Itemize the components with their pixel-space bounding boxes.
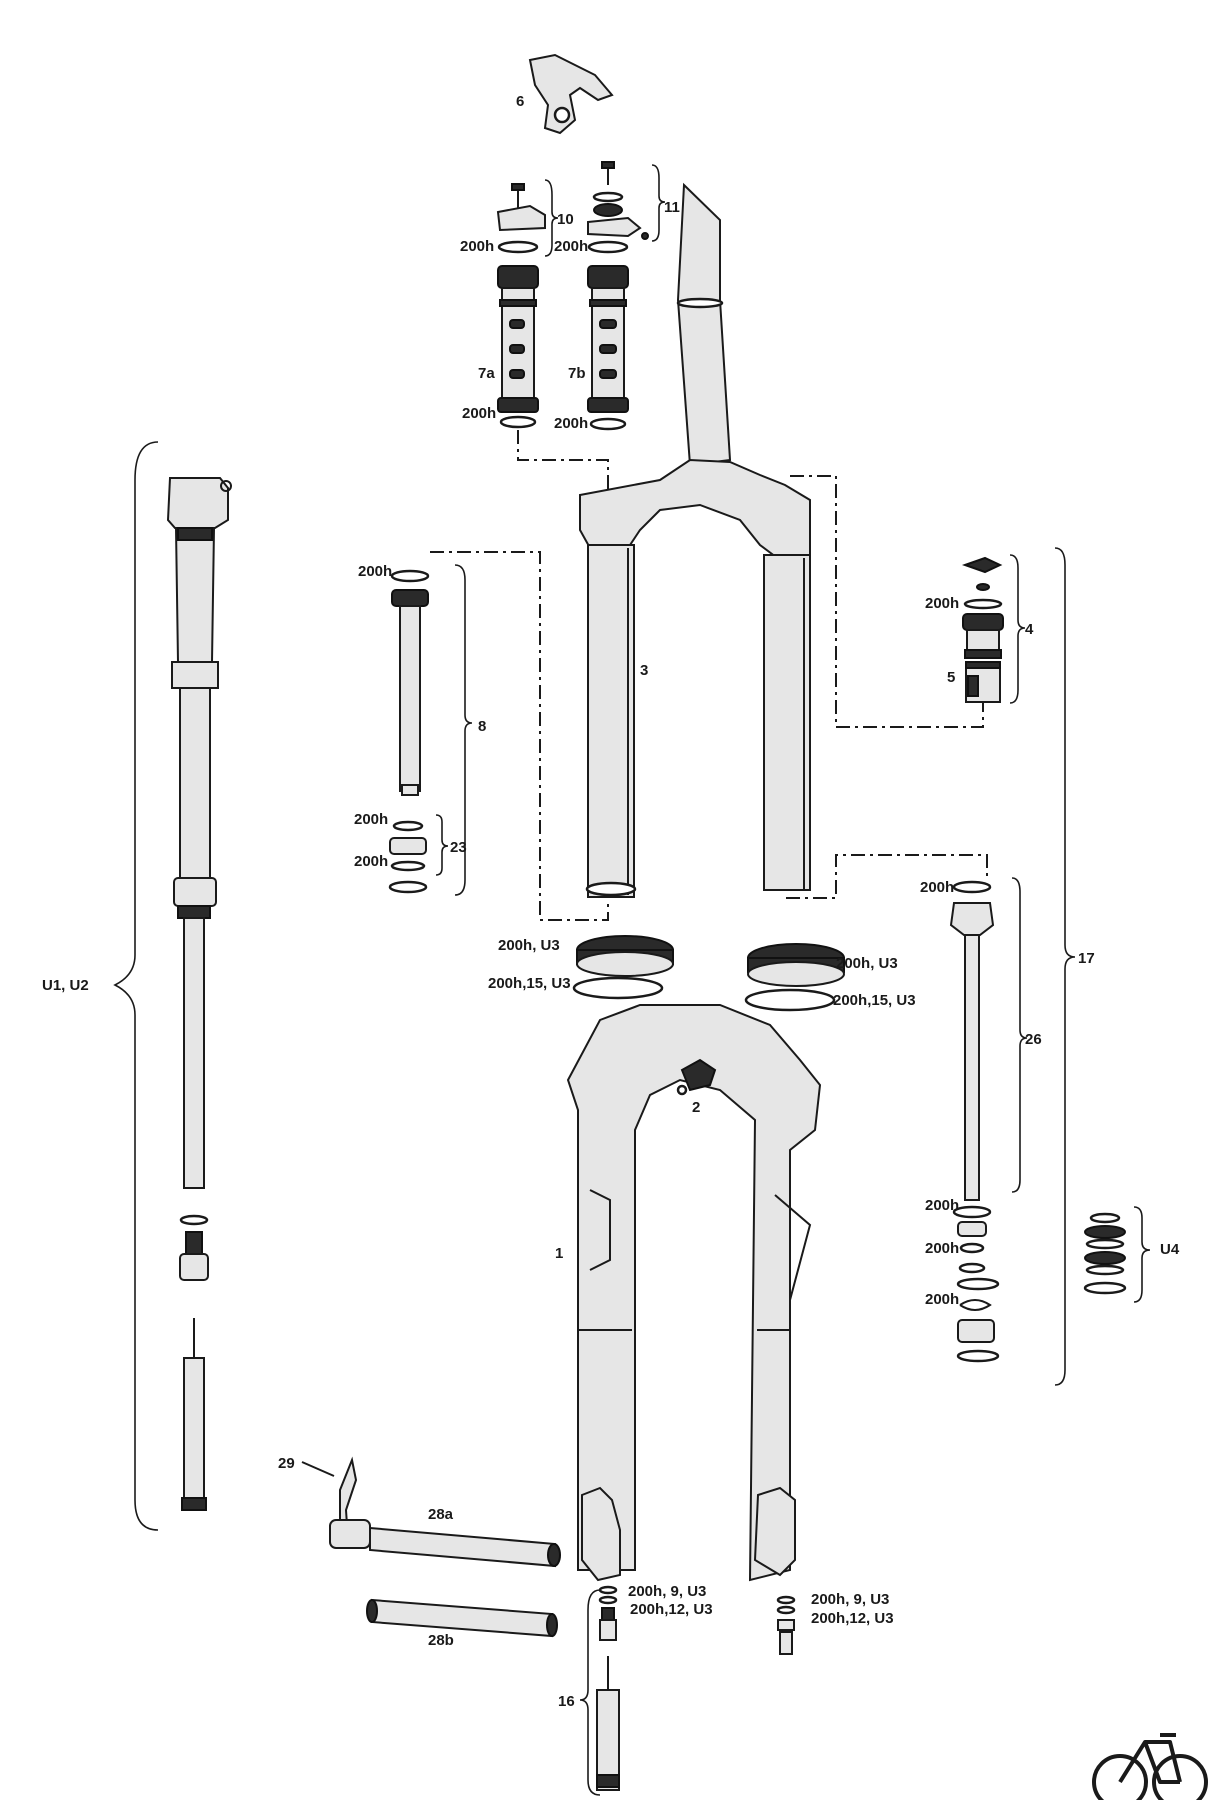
brace-4 <box>1009 554 1026 704</box>
label-1: 1 <box>555 1245 563 1262</box>
part-28b-axle <box>366 1598 558 1638</box>
part-3-crown-steerer-uppers <box>579 182 811 898</box>
label-200h-10: 200h <box>925 1197 959 1214</box>
part-8-shaft-assembly <box>390 569 430 796</box>
bicycle-logo-icon <box>1092 1733 1208 1800</box>
label-26: 26 <box>1025 1031 1042 1048</box>
brace-23 <box>435 814 449 876</box>
label-200h-3: 200h <box>462 405 496 422</box>
part-10-topcap <box>496 183 546 254</box>
part-5-spring-body <box>965 661 1001 703</box>
label-5: 5 <box>947 669 955 686</box>
label-U4: U4 <box>1160 1241 1180 1258</box>
part-U1-U2-damper <box>166 477 232 1511</box>
part-11-topcap <box>587 161 649 254</box>
brace-10 <box>544 179 559 257</box>
label-29: 29 <box>278 1455 295 1472</box>
part-7b-damper-cartridge <box>587 265 629 431</box>
part-right-wiper-seal <box>744 943 845 1012</box>
leader-26-crown <box>786 854 988 899</box>
label-28b: 28b <box>428 1632 454 1649</box>
label-23: 23 <box>450 839 467 856</box>
label-u12-right: 200h,12, U3 <box>811 1610 894 1627</box>
brace-U1-U2 <box>113 441 159 1531</box>
brace-8 <box>454 564 473 896</box>
label-2: 2 <box>692 1099 700 1116</box>
part-1-lower-legs <box>566 1004 822 1582</box>
label-U1-U2: U1, U2 <box>42 977 89 994</box>
label-200h-4: 200h <box>554 415 588 432</box>
part-2-bolt <box>676 1058 717 1096</box>
label-11: 11 <box>664 199 680 216</box>
label-16: 16 <box>558 1693 575 1710</box>
part-23-seal-set <box>388 820 428 894</box>
label-200h-6: 200h <box>354 811 388 828</box>
part-left-wiper-seal <box>572 935 674 1000</box>
brace-26 <box>1011 877 1028 1193</box>
part-6-remote-lever <box>528 53 614 135</box>
label-200h-7: 200h <box>354 853 388 870</box>
brace-17 <box>1054 547 1076 1386</box>
label-200h-12: 200h <box>925 1291 959 1308</box>
label-4: 4 <box>1025 621 1034 638</box>
part-U4-seal-kit <box>1083 1212 1127 1295</box>
part-28a-axle <box>329 1519 561 1568</box>
label-7b: 7b <box>568 365 586 382</box>
part-right-bottom-hardware <box>776 1595 796 1655</box>
label-u3-15-left: 200h,15, U3 <box>488 975 571 992</box>
label-200h-8: 200h <box>925 595 959 612</box>
label-u9-right: 200h, 9, U3 <box>811 1591 889 1608</box>
label-17: 17 <box>1078 950 1095 967</box>
brace-11 <box>651 164 666 242</box>
part-4-topcap-assembly <box>961 556 1004 659</box>
part-16-bottom-hardware <box>596 1585 620 1791</box>
part-7a-damper-cartridge <box>497 265 539 429</box>
label-3: 3 <box>640 662 648 679</box>
label-u3-right: 200h, U3 <box>836 955 898 972</box>
label-u9-left: 200h, 9, U3 <box>628 1583 706 1600</box>
label-u3-left: 200h, U3 <box>498 937 560 954</box>
leader-4-crown <box>790 475 984 728</box>
leader-7a-crown <box>517 430 609 490</box>
label-6: 6 <box>516 93 524 110</box>
brace-16 <box>579 1589 601 1796</box>
label-200h-5: 200h <box>358 563 392 580</box>
label-7a: 7a <box>478 365 495 382</box>
label-28a: 28a <box>428 1506 454 1523</box>
label-200h-2: 200h <box>554 238 588 255</box>
brace-U4 <box>1133 1206 1151 1303</box>
label-200h-9: 200h <box>920 879 954 896</box>
label-200h-1: 200h <box>460 238 494 255</box>
label-200h-11: 200h <box>925 1240 959 1257</box>
label-10: 10 <box>557 211 574 228</box>
part-26-spring-shaft <box>949 880 1000 1363</box>
leader-8-crown <box>430 551 609 921</box>
label-u3-15-right: 200h,15, U3 <box>833 992 916 1009</box>
label-8: 8 <box>478 718 486 735</box>
label-u12-left: 200h,12, U3 <box>630 1601 713 1618</box>
